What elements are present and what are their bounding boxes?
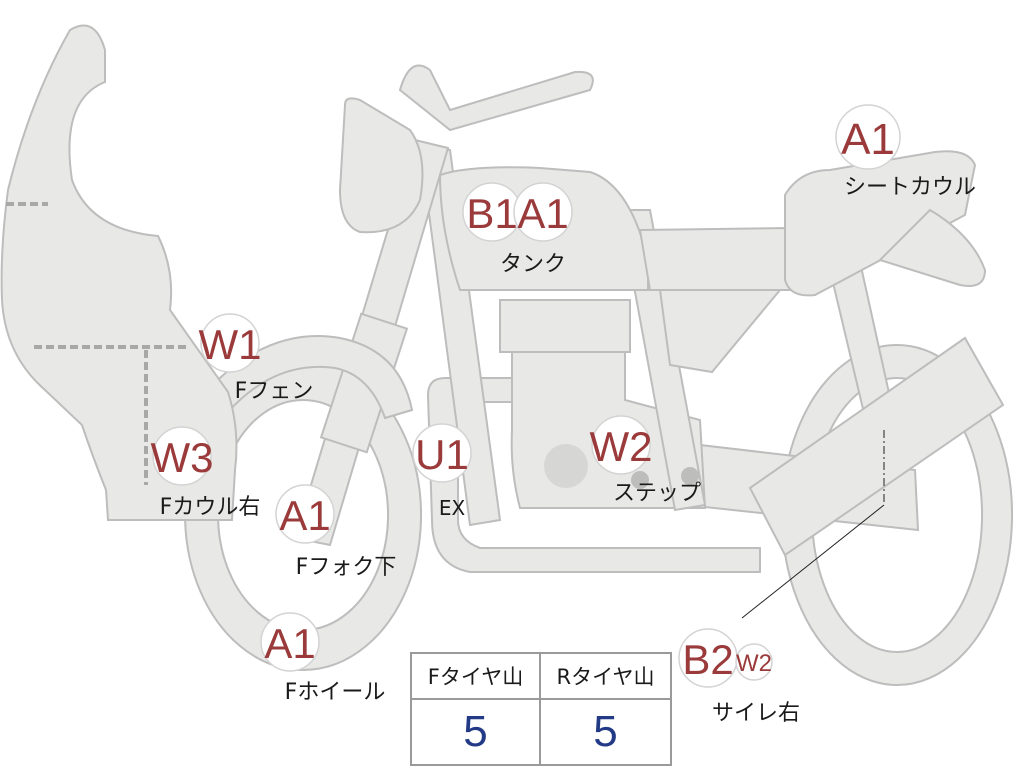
headlight bbox=[338, 97, 424, 234]
badge-code: W1 bbox=[199, 321, 262, 368]
badge-f-fender: W1 Fフェン bbox=[199, 313, 314, 404]
badge-code: A1 bbox=[841, 115, 895, 164]
badge-tank-a1: A1 タンク bbox=[500, 182, 573, 277]
badge-f-fork-lower: A1 Fフォク下 bbox=[275, 484, 397, 580]
front-cowl bbox=[0, 24, 238, 521]
badge-label: タンク bbox=[500, 252, 566, 277]
tail bbox=[878, 208, 987, 287]
rear-tire-value: 5 bbox=[593, 707, 618, 756]
badge-code: W2 bbox=[736, 650, 772, 677]
badge-code: A1 bbox=[517, 190, 568, 237]
front-tire-value: 5 bbox=[412, 700, 541, 764]
badge-silencer-b2: B2 bbox=[678, 628, 738, 688]
badge-code: A1 bbox=[264, 620, 315, 667]
handlebar bbox=[398, 64, 594, 132]
badge-f-cowl-right: W3 Fカウル右 bbox=[151, 426, 261, 520]
seat-cowl bbox=[784, 150, 977, 297]
badge-code: W3 bbox=[151, 434, 214, 481]
front-tire-header: Fタイヤ山 bbox=[412, 654, 541, 700]
badge-tank-b1: B1 bbox=[462, 182, 522, 242]
silencer-pointer-line bbox=[741, 504, 885, 619]
step-peg-right bbox=[681, 467, 699, 485]
badge-label: シートカウル bbox=[844, 175, 976, 200]
badge-label: ステップ bbox=[613, 481, 701, 506]
engine-cover bbox=[544, 444, 588, 488]
silencer bbox=[748, 336, 1005, 557]
badge-code: B2 bbox=[682, 636, 733, 683]
engine-upper bbox=[499, 299, 631, 353]
side-cover bbox=[658, 289, 783, 374]
badge-seat-cowl: A1 シートカウル bbox=[835, 104, 976, 200]
badge-code: U1 bbox=[415, 431, 469, 478]
step-peg-left bbox=[631, 471, 649, 489]
badge-silencer-w2: W2 サイレ右 bbox=[712, 643, 800, 726]
badge-label: Fホイール bbox=[285, 680, 386, 705]
rear-tire-header: Rタイヤ山 bbox=[541, 654, 670, 700]
badge-label: サイレ右 bbox=[712, 701, 800, 726]
badge-code: A1 bbox=[279, 492, 330, 539]
badge-f-wheel: A1 Fホイール bbox=[260, 612, 386, 705]
badge-label: Fカウル右 bbox=[160, 495, 261, 520]
badge-label: Fフォク下 bbox=[296, 555, 397, 580]
badge-code: W2 bbox=[590, 423, 653, 470]
seat bbox=[638, 226, 791, 291]
badge-code: B1 bbox=[466, 190, 517, 237]
badge-label: EX bbox=[439, 496, 466, 520]
badge-step: W2 ステップ bbox=[590, 415, 701, 506]
badge-label: Fフェン bbox=[235, 379, 314, 404]
tire-tread-table: Fタイヤ山 Rタイヤ山 5 5 bbox=[410, 652, 672, 766]
badge-exhaust: U1 EX bbox=[412, 423, 472, 520]
